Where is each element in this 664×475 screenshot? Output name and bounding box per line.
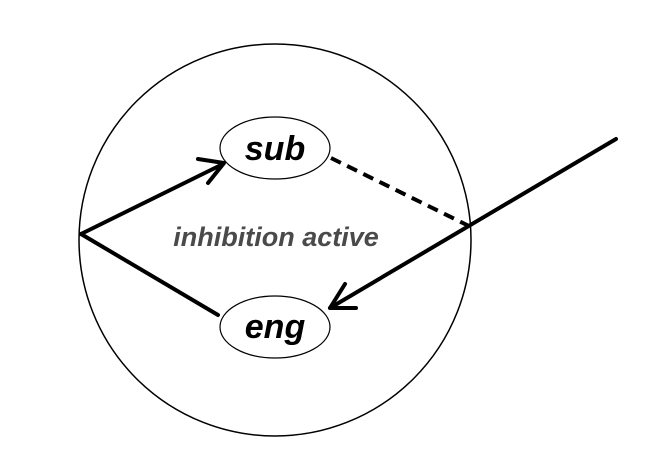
arrowhead-eng-icon [328, 282, 358, 310]
boundary-circle [78, 43, 472, 437]
node-sub [219, 116, 331, 180]
node-sub-label: sub [245, 130, 305, 168]
node-eng-label: eng [245, 308, 306, 346]
center-label: inhibition active [173, 222, 379, 252]
node-eng [219, 295, 331, 359]
edge-left-to-sub [79, 162, 225, 236]
edge-outside-to-eng [328, 137, 618, 310]
edge-left-to-eng [79, 232, 220, 317]
edge-sub-dashed [330, 156, 470, 228]
arrowhead-sub-icon [196, 157, 226, 185]
